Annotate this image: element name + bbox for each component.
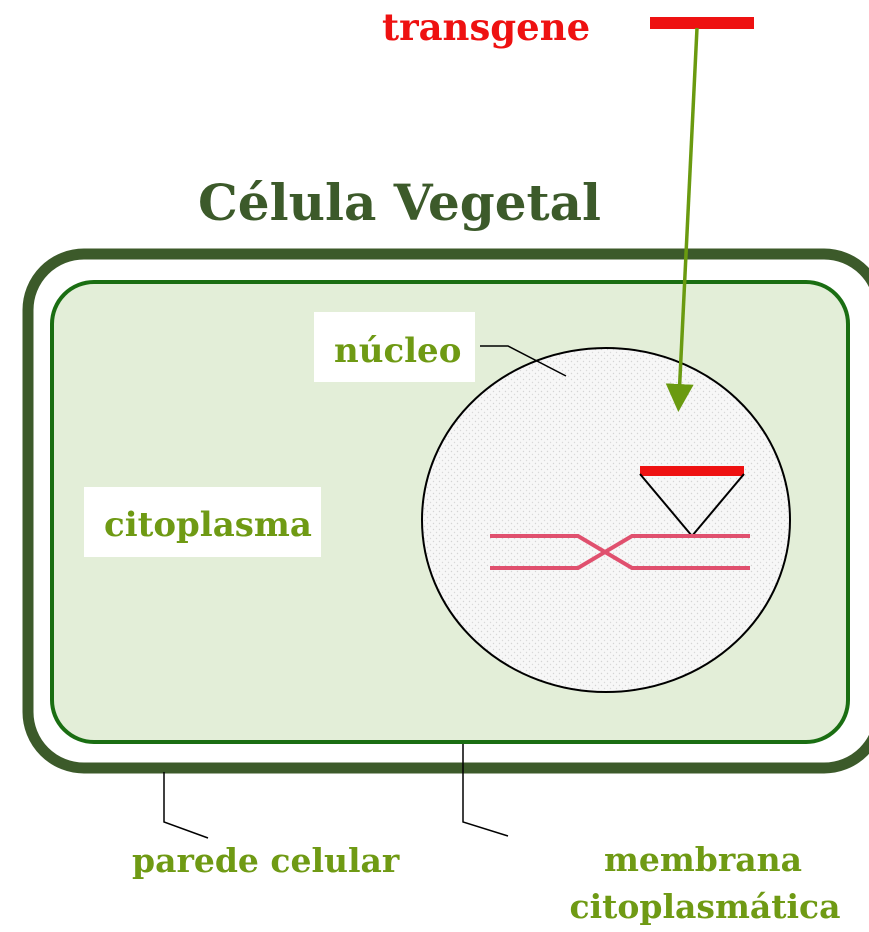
cell-wall-leader-line xyxy=(164,772,208,838)
diagram-title: Célula Vegetal xyxy=(198,173,601,232)
transgene-bar xyxy=(650,17,754,29)
membrane-label-line2: citoplasmática xyxy=(569,887,840,926)
membrane-label-line1: membrana xyxy=(604,840,802,879)
inserted-transgene-bar xyxy=(640,466,744,476)
nucleus-label: núcleo xyxy=(334,331,461,371)
transgene-label: transgene xyxy=(382,5,590,49)
nucleus xyxy=(422,348,790,692)
cytoplasm-label: citoplasma xyxy=(104,505,312,545)
cell-wall-label: parede celular xyxy=(132,841,400,880)
